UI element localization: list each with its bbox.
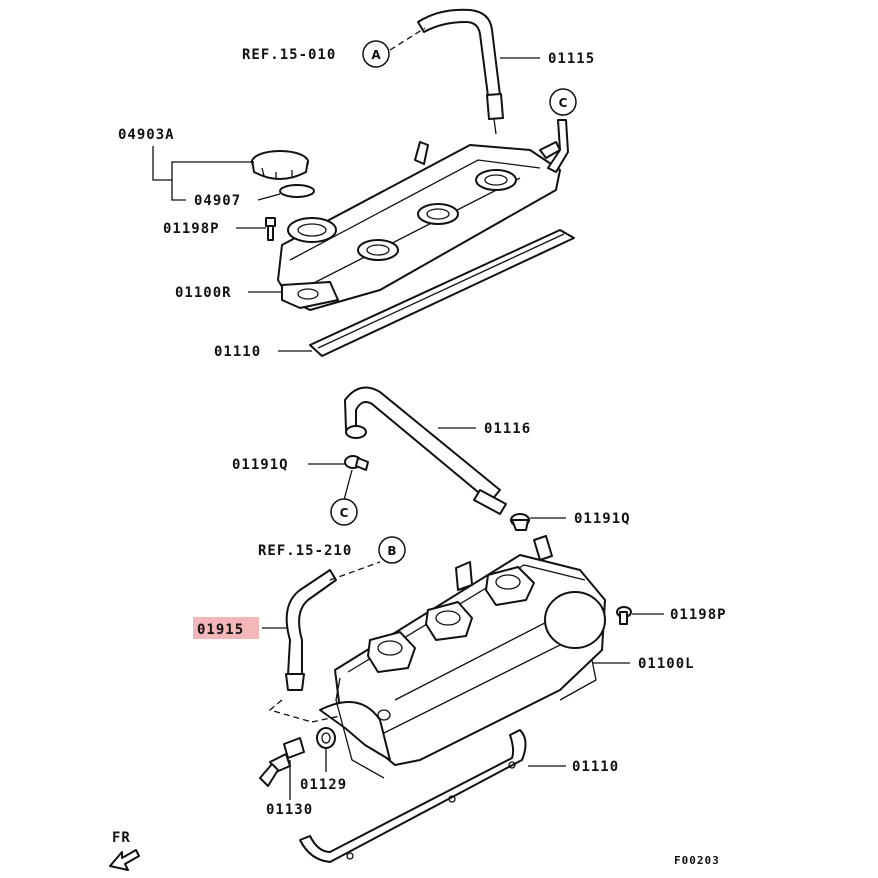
bolt-01198p-right <box>616 606 632 625</box>
label-01198p-top[interactable]: 01198P <box>163 221 220 237</box>
callout-c-mid: C <box>330 498 358 526</box>
rocker-cover-01100r <box>277 141 561 311</box>
callout-a: A <box>362 40 390 68</box>
grommet-01129 <box>316 727 336 749</box>
label-01110-bottom[interactable]: 01110 <box>572 759 619 775</box>
label-ref-a[interactable]: REF.15-010 <box>242 47 336 63</box>
cover-nipple <box>533 535 553 561</box>
hose-01116 <box>344 386 507 515</box>
front-direction-arrow: FR <box>109 830 140 871</box>
label-01191q-left[interactable]: 01191Q <box>232 457 289 473</box>
label-01198p-right[interactable]: 01198P <box>670 607 727 623</box>
hose-to-c-top <box>547 119 569 173</box>
figure-code: F00203 <box>674 854 720 867</box>
label-01191q-right[interactable]: 01191Q <box>574 511 631 527</box>
cap-gasket-04907 <box>279 184 315 198</box>
pcv-valve-01130 <box>259 737 305 787</box>
svg-text:C: C <box>559 96 568 110</box>
oil-filler-cap-04903a <box>251 150 309 180</box>
label-01100l[interactable]: 01100L <box>638 656 695 672</box>
svg-text:C: C <box>340 506 349 520</box>
callout-b: B <box>378 536 406 564</box>
rocker-cover-01100l <box>319 554 606 766</box>
clip-01191q-right <box>510 513 530 531</box>
label-04903a[interactable]: 04903A <box>118 127 175 143</box>
label-01100r[interactable]: 01100R <box>175 285 232 301</box>
label-01130[interactable]: 01130 <box>266 802 313 818</box>
label-01129[interactable]: 01129 <box>300 777 347 793</box>
label-01915[interactable]: 01915 <box>197 622 244 638</box>
label-fr: FR <box>112 830 131 846</box>
highlight-01915 <box>193 617 259 639</box>
label-01110-top[interactable]: 01110 <box>214 344 261 360</box>
svg-text:B: B <box>387 544 396 558</box>
hose-01115 <box>417 8 504 135</box>
hose-01915 <box>285 569 337 691</box>
callout-c-top: C <box>549 88 577 116</box>
label-01116[interactable]: 01116 <box>484 421 531 437</box>
svg-text:A: A <box>371 48 381 62</box>
label-ref-b[interactable]: REF.15-210 <box>258 543 352 559</box>
label-04907[interactable]: 04907 <box>194 193 241 209</box>
bolt-01198p-top <box>265 217 276 241</box>
rocker-gasket-01110-bottom <box>299 659 597 863</box>
rocker-gasket-01110-top <box>309 229 575 357</box>
clip-01191q-left <box>344 455 369 471</box>
label-01115[interactable]: 01115 <box>548 51 595 67</box>
